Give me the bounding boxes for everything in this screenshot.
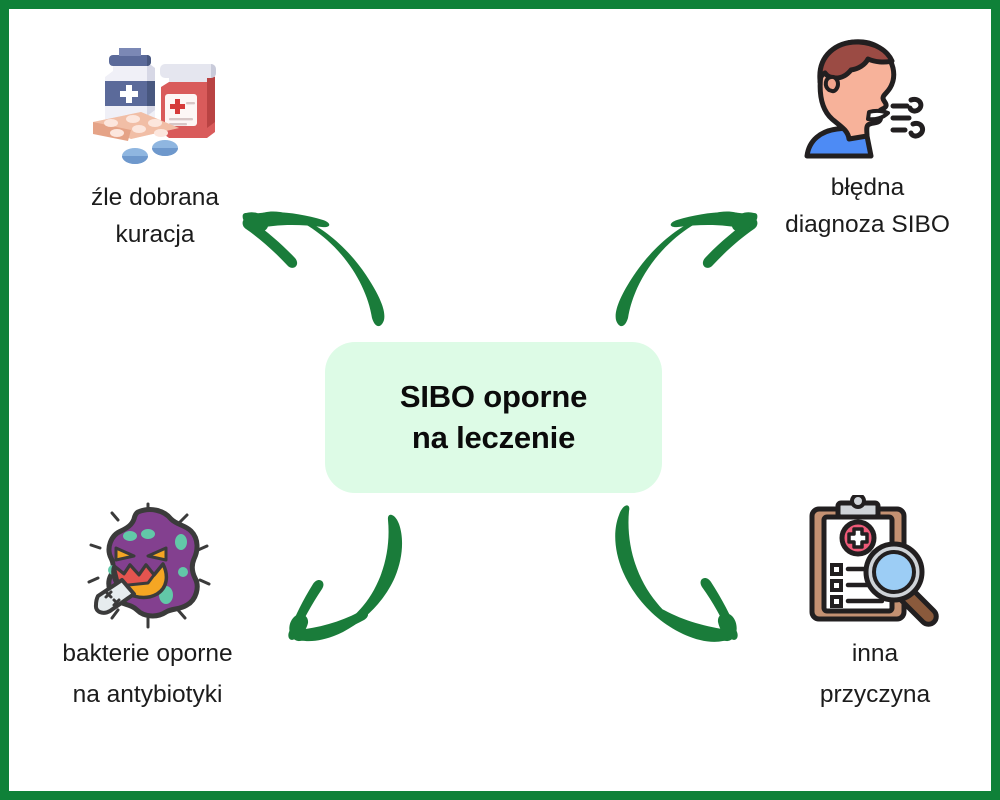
node-bottom-left-label-line2: na antybiotyki <box>72 680 223 708</box>
arrow-down-right <box>615 505 738 642</box>
arrow-down-left <box>288 514 403 642</box>
breath-test-person-icon <box>804 39 925 159</box>
node-bottom-left: bakterie oporne na antybiotyki <box>25 500 270 711</box>
arrow-up-right <box>615 211 758 327</box>
node-top-left-label-line1: źle dobrana <box>90 184 220 211</box>
node-top-right-label-line1: błędna <box>830 174 905 201</box>
medical-clipboard-magnifier-icon <box>809 495 939 627</box>
node-top-left-label-line2: kuracja <box>115 220 195 248</box>
node-bottom-right-label-line1: inna <box>851 640 899 667</box>
node-bottom-left-label-line1: bakterie oporne <box>62 640 233 667</box>
center-title-line2: na leczenie <box>411 419 576 455</box>
resistant-bacteria-icon <box>87 502 210 629</box>
center-title-line1: SIBO oporne <box>399 378 588 414</box>
node-bottom-right-label-line2: przyczyna <box>819 680 931 708</box>
node-top-right-label-line2: diagnoza SIBO <box>785 210 950 238</box>
node-bottom-right: inna przyczyna <box>760 495 990 711</box>
node-top-right: błędna diagnoza SIBO <box>745 28 990 241</box>
medication-bottles-icon <box>92 48 216 164</box>
center-node: SIBO oporne na leczenie <box>325 342 662 493</box>
node-top-left: źle dobrana kuracja <box>40 28 270 251</box>
